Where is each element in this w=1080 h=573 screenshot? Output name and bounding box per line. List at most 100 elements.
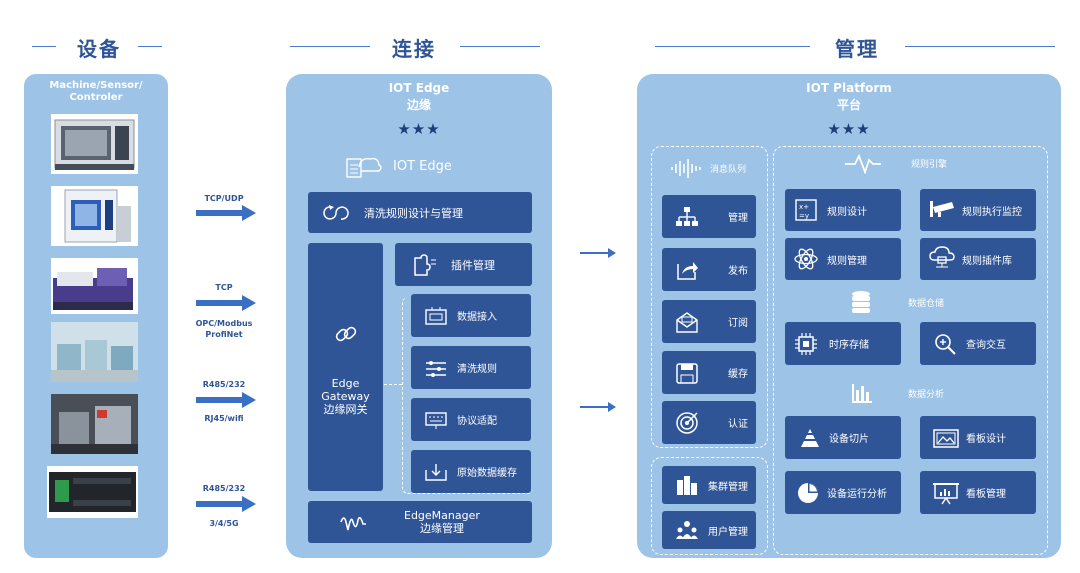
- query-interaction-box[interactable]: 查询交互: [920, 322, 1036, 365]
- rule-design-box[interactable]: x+=y 规则设计: [785, 189, 901, 231]
- presentation-icon: [932, 481, 960, 505]
- connection-arrow-3: [196, 392, 256, 408]
- manager-line1: EdgeManager: [404, 509, 480, 522]
- gateway-line2: Gateway: [321, 389, 370, 403]
- devices-title-line2: Controler: [69, 92, 123, 103]
- edge-logo-text: IOT Edge: [393, 158, 452, 174]
- sliders-icon: [423, 358, 449, 378]
- envelope-icon: [674, 311, 700, 333]
- mq-item-cache[interactable]: 缓存: [662, 351, 756, 394]
- gateway-connector: [384, 384, 402, 385]
- section-title-manage: 管理: [835, 37, 879, 61]
- device-runtime-analysis-box[interactable]: 设备运行分析: [785, 471, 901, 514]
- divider-manage-left: [655, 46, 810, 47]
- buildings-icon: [674, 474, 700, 496]
- mq-item-subscribe-label: 订阅: [728, 318, 748, 329]
- divider-devices-left: [32, 46, 56, 47]
- link-icon: [335, 326, 356, 341]
- device-runtime-analysis-label: 设备运行分析: [827, 489, 887, 500]
- edge-stars: ★★★: [397, 120, 441, 138]
- users-icon: [674, 519, 700, 541]
- edge-gateway-box[interactable]: Edge Gateway 边缘网关: [308, 243, 383, 491]
- platform-subtitle: 平台: [836, 98, 861, 112]
- analysis-header: 数据分析: [850, 382, 944, 404]
- connection-label-3-bottom: RJ45/wifi: [204, 414, 244, 423]
- edge-subtitle: 边缘: [406, 98, 431, 112]
- device-slice-label: 设备切片: [829, 434, 869, 445]
- share-icon: [674, 259, 700, 281]
- target-icon: [674, 411, 700, 435]
- rule-plugin-box[interactable]: 规则插件库: [920, 238, 1036, 280]
- cluster-mgmt-box[interactable]: 集群管理: [662, 466, 756, 504]
- cleaning-design-label: 清洗规则设计与管理: [364, 206, 463, 220]
- plugin-mgmt-box[interactable]: 插件管理: [395, 243, 532, 286]
- mq-item-subscribe[interactable]: 订阅: [662, 300, 756, 343]
- rule-mgmt-label: 规则管理: [827, 255, 867, 267]
- refresh-icon: [320, 204, 352, 222]
- connection-label-2-top: TCP: [215, 283, 233, 292]
- mq-item-auth-label: 认证: [728, 419, 748, 430]
- picture-icon: [932, 427, 960, 449]
- divider-connect-left: [290, 46, 370, 47]
- bar-chart-icon: [852, 384, 872, 403]
- edge-manager-box[interactable]: EdgeManager 边缘管理: [308, 501, 532, 543]
- edge-title: IOT Edge: [388, 81, 450, 95]
- mq-item-manage[interactable]: 管理: [662, 195, 756, 238]
- edge-platform-arrow-2: [580, 402, 616, 412]
- cleaning-design-box[interactable]: 清洗规则设计与管理: [308, 192, 532, 233]
- rule-monitor-box[interactable]: 规则执行监控: [920, 189, 1036, 231]
- rule-mgmt-box[interactable]: 规则管理: [785, 238, 901, 280]
- timeseries-storage-label: 时序存储: [829, 340, 869, 351]
- divider-manage-right: [905, 46, 1055, 47]
- gateway-line1: Edge: [331, 376, 360, 390]
- connection-label-4-top: R485/232: [202, 484, 246, 493]
- connection-label-2-bottom-line2: ProfiNet: [205, 330, 243, 339]
- user-mgmt-box[interactable]: 用户管理: [662, 511, 756, 549]
- divider-connect-right: [460, 46, 540, 47]
- device-image-injection-molding-machine: [51, 258, 138, 314]
- floppy-disk-icon: [674, 362, 700, 384]
- user-mgmt-label: 用户管理: [708, 526, 748, 538]
- connection-label-4-bottom: 3/4/5G: [209, 519, 239, 528]
- mq-item-auth[interactable]: 认证: [662, 401, 756, 444]
- query-interaction-label: 查询交互: [966, 340, 1006, 351]
- mq-item-publish[interactable]: 发布: [662, 248, 756, 291]
- cloud-network-icon: [928, 246, 956, 272]
- pyramid-icon: [797, 427, 823, 449]
- message-queue-group: [651, 146, 768, 448]
- devices-panel-title: Machine/Sensor/ Controler: [24, 80, 168, 104]
- plugin-mgmt-label: 插件管理: [451, 258, 495, 272]
- platform-stars: ★★★: [827, 120, 871, 138]
- edge-subitem-protocol-adapter[interactable]: 协议适配: [411, 398, 531, 441]
- device-image-plc-controller: [47, 466, 138, 518]
- edge-subitems-group: [402, 297, 533, 494]
- hierarchy-icon: [674, 206, 700, 228]
- section-title-connect: 连接: [392, 37, 436, 61]
- edge-subitem-raw-cache[interactable]: 原始数据缓存: [411, 450, 531, 493]
- mq-item-publish-label: 发布: [728, 266, 748, 277]
- production-line-icon: [51, 322, 138, 382]
- injection-molding-machine-icon: [53, 268, 133, 310]
- edge-subitem-data-access[interactable]: 数据接入: [411, 294, 531, 337]
- dashboard-design-box[interactable]: 看板设计: [920, 416, 1036, 459]
- message-queue-label: 消息队列: [710, 164, 747, 175]
- dashboard-design-label: 看板设计: [966, 434, 1006, 445]
- device-slice-box[interactable]: 设备切片: [785, 416, 901, 459]
- camera-icon: [928, 199, 956, 221]
- device-image-cnc-machine: [51, 114, 138, 174]
- manager-line2: 边缘管理: [419, 522, 464, 535]
- svg-text:x+: x+: [799, 203, 809, 211]
- message-queue-header: 消息队列: [670, 158, 746, 178]
- dashboard-mgmt-box[interactable]: 看板管理: [920, 471, 1036, 514]
- rule-engine-label: 规则引擎: [911, 159, 948, 170]
- edge-subitem-cleaning-rules[interactable]: 清洗规则: [411, 346, 531, 389]
- zoom-in-icon: [932, 332, 958, 356]
- cnc-machine-icon: [54, 119, 135, 170]
- platform-title: IOT Platform: [806, 81, 892, 95]
- chip-icon: [793, 332, 819, 356]
- edge-platform-arrow-1: [580, 248, 616, 258]
- raw-cache-label: 原始数据缓存: [457, 468, 517, 479]
- section-title-devices: 设备: [77, 37, 121, 61]
- timeseries-storage-box[interactable]: 时序存储: [785, 322, 901, 365]
- formula-icon: x+=y: [793, 198, 819, 222]
